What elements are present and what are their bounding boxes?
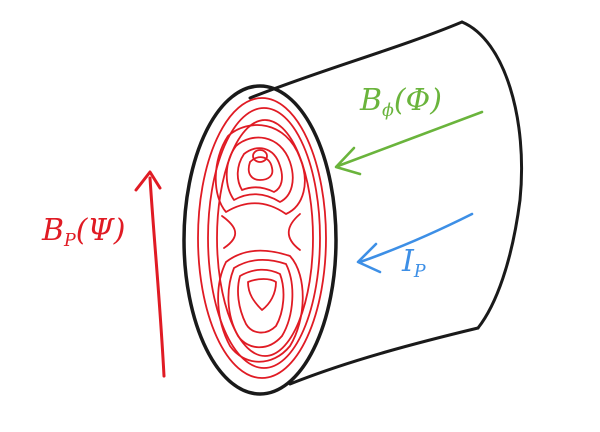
toroidal-field-subscript: ϕ xyxy=(382,101,394,122)
flux-surface-outer-3 xyxy=(216,119,314,357)
plasma-current-label: IP xyxy=(402,247,426,281)
upper-island-2 xyxy=(225,136,294,203)
toroidal-field-arrow xyxy=(334,110,484,176)
poloidal-arrow-shaft xyxy=(148,176,166,378)
poloidal-arrow-head xyxy=(134,170,162,192)
separatrix-right xyxy=(287,213,301,251)
poloidal-field-arrow xyxy=(134,170,166,378)
poloidal-field-symbol: B xyxy=(42,213,65,248)
toroidal-field-argument: (Φ) xyxy=(393,83,442,118)
plasma-current-subscript: P xyxy=(413,262,426,283)
flux-surface-outer-1 xyxy=(197,97,327,379)
lower-island-2 xyxy=(227,259,294,349)
toroidal-field-symbol: B xyxy=(360,83,383,118)
lower-island-core xyxy=(247,278,277,311)
cylinder-bottom-edge xyxy=(288,326,480,386)
cylinder-cross-section xyxy=(182,84,338,396)
toroidal-arrow-head xyxy=(334,146,362,176)
poloidal-field-label: BP(Ψ) xyxy=(42,216,125,250)
lower-island-3 xyxy=(237,268,285,334)
cylinder-far-end xyxy=(460,20,524,330)
poloidal-field-argument: (Ψ) xyxy=(75,213,126,248)
cylinder-body xyxy=(182,20,524,396)
upper-island-4 xyxy=(247,156,274,181)
upper-island-core xyxy=(252,149,268,163)
toroidal-field-label: Bϕ(Φ) xyxy=(360,86,442,120)
poloidal-field-subscript: P xyxy=(64,231,76,252)
lower-island-1 xyxy=(217,249,304,363)
current-arrow-shaft xyxy=(358,212,474,264)
current-arrow-head xyxy=(356,242,382,274)
separatrix-left xyxy=(221,215,236,249)
plasma-current-arrow xyxy=(356,212,474,274)
flux-surfaces xyxy=(197,97,327,379)
toroidal-arrow-shaft xyxy=(336,110,484,168)
flux-surface-outer-2 xyxy=(207,107,321,369)
cylinder-top-edge xyxy=(248,20,464,100)
upper-island-3 xyxy=(236,147,283,193)
plasma-current-symbol: I xyxy=(402,244,414,279)
upper-island-1 xyxy=(214,124,306,215)
